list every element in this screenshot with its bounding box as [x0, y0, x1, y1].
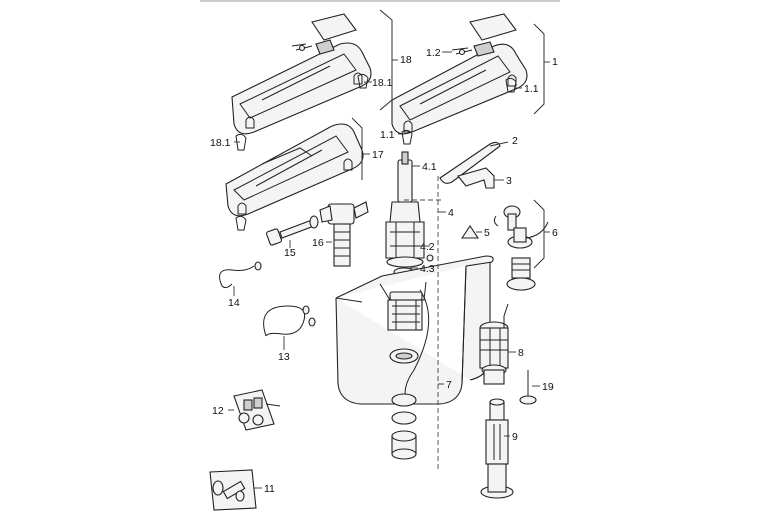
part-8-flush-pipe	[479, 303, 509, 385]
part-7-cistern	[335, 255, 494, 405]
label-1: 1	[552, 56, 558, 68]
part-7-seal-stack	[387, 291, 423, 460]
label-1-1b: 1.1	[380, 129, 395, 141]
label-4-2: 4.2	[420, 241, 435, 253]
label-11: 11	[264, 483, 275, 495]
part-1-1-clip-b	[401, 129, 413, 145]
label-12: 12	[212, 405, 224, 417]
part-1-cover	[391, 13, 528, 135]
part-16-fill-valve	[319, 201, 369, 267]
part-1-1-clip-a	[505, 77, 517, 93]
part-14-hose	[219, 265, 255, 289]
label-19: 19	[542, 381, 554, 393]
part-18-1-clip-a	[357, 73, 369, 89]
part-4-2-ring	[426, 254, 434, 262]
part-4-flush-valve	[385, 151, 425, 268]
label-18-1a: 18.1	[372, 77, 393, 89]
label-7: 7	[446, 379, 452, 391]
label-17: 17	[372, 149, 384, 161]
label-5: 5	[484, 227, 490, 239]
label-6: 6	[552, 227, 558, 239]
part-13-hose	[263, 305, 306, 337]
part-6-actuator	[493, 205, 549, 249]
part-15-connector	[265, 215, 319, 246]
label-1-1a: 1.1	[524, 83, 539, 95]
label-2: 2	[512, 135, 518, 147]
label-4-3: 4.3	[420, 263, 435, 275]
part-14-hose-end	[254, 261, 262, 271]
label-4-1: 4.1	[422, 161, 437, 173]
part-9-pipe-extension	[480, 398, 514, 499]
part-3-bracket	[457, 167, 495, 189]
part-19-rod	[519, 370, 537, 405]
part-13-hose-end-a	[302, 305, 310, 315]
bracket-6	[533, 199, 545, 269]
leader-2	[489, 141, 509, 147]
part-2-lever	[439, 141, 501, 184]
part-13-hose-end-b	[308, 317, 316, 327]
label-14: 14	[228, 297, 240, 309]
label-3: 3	[506, 175, 512, 187]
bracket-17	[351, 117, 363, 180]
label-4: 4	[448, 207, 454, 219]
part-11-plug-set	[209, 469, 257, 511]
label-8: 8	[518, 347, 524, 359]
part-18-1-clip-b	[235, 133, 247, 151]
bracket-18	[379, 9, 393, 111]
part-12-fixing-kit	[233, 389, 281, 431]
label-18-1b: 18.1	[210, 137, 231, 149]
label-16: 16	[312, 237, 324, 249]
part-5-cap	[460, 225, 480, 239]
part-6-lower-coupling	[506, 257, 536, 291]
part-18-cover	[231, 13, 372, 135]
bracket-1	[533, 23, 545, 115]
label-13: 13	[278, 351, 290, 363]
label-18: 18	[400, 54, 412, 66]
label-1-2: 1.2	[426, 47, 441, 59]
label-9: 9	[512, 431, 518, 443]
label-15: 15	[284, 247, 296, 259]
